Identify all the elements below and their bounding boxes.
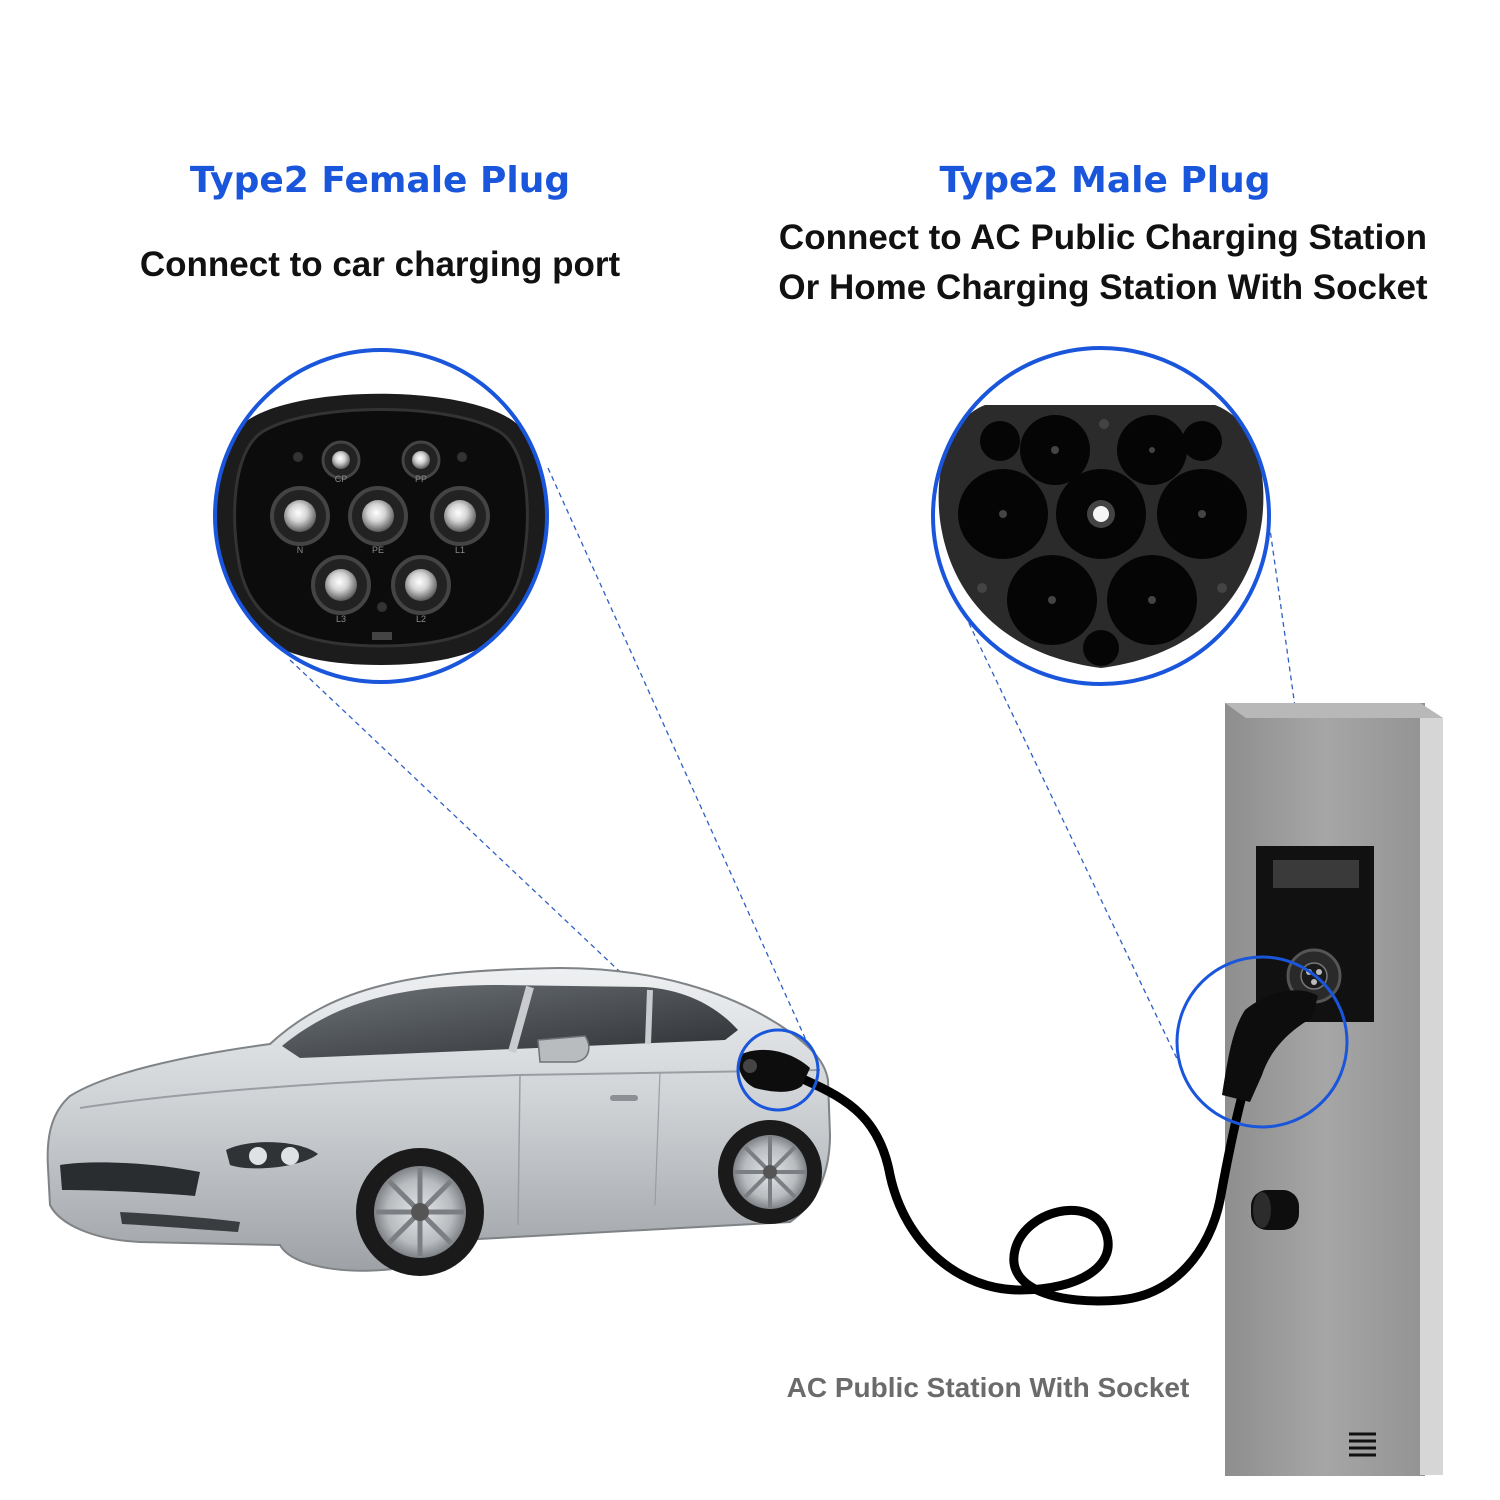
pin-label-n: N: [297, 545, 304, 555]
male-connector-icon: [931, 346, 1271, 686]
car-port-zoom-ring: [736, 1028, 820, 1112]
station-socket-zoom-ring: [1175, 955, 1349, 1129]
vent-icon: [1349, 1432, 1376, 1457]
station-display: [1273, 860, 1359, 888]
pin-label-l3: L3: [336, 614, 346, 624]
female-pins: [270, 440, 490, 615]
pin-label-pp: PP: [415, 474, 427, 484]
female-plug-title: Type2 Female Plug: [189, 160, 571, 201]
pin-label-cp: CP: [335, 474, 348, 484]
car-grille: [60, 1162, 200, 1196]
station-caption: AC Public Station With Socket: [786, 1372, 1190, 1403]
car-rear-wheel: [718, 1120, 822, 1224]
car-plug-icon: [738, 1049, 810, 1092]
pin-label-l2: L2: [416, 614, 426, 624]
female-plug-subtitle: Connect to car charging port: [139, 245, 621, 284]
pin-label-l1: L1: [455, 545, 465, 555]
male-sockets: [958, 415, 1247, 666]
male-plug-subtitle-line-1: Connect to AC Public Charging Station: [778, 218, 1428, 257]
charging-cable: [800, 1075, 1250, 1306]
car-windows: [282, 985, 738, 1058]
car-front-wheel: [356, 1148, 484, 1276]
station-plug-icon: [1222, 990, 1318, 1102]
female-pin-labels: CP PP N PE L1 L3 L2: [297, 474, 465, 624]
male-plug-subtitle: Connect to AC Public Charging Station Or…: [752, 213, 1454, 313]
female-connector-icon: CP PP N PE L1 L3 L2: [213, 348, 549, 684]
pin-label-pe: PE: [372, 545, 384, 555]
male-plug-subtitle-line-2: Or Home Charging Station With Socket: [778, 268, 1428, 307]
car-icon: [46, 966, 832, 1276]
male-plug-title: Type2 Male Plug: [939, 160, 1271, 201]
